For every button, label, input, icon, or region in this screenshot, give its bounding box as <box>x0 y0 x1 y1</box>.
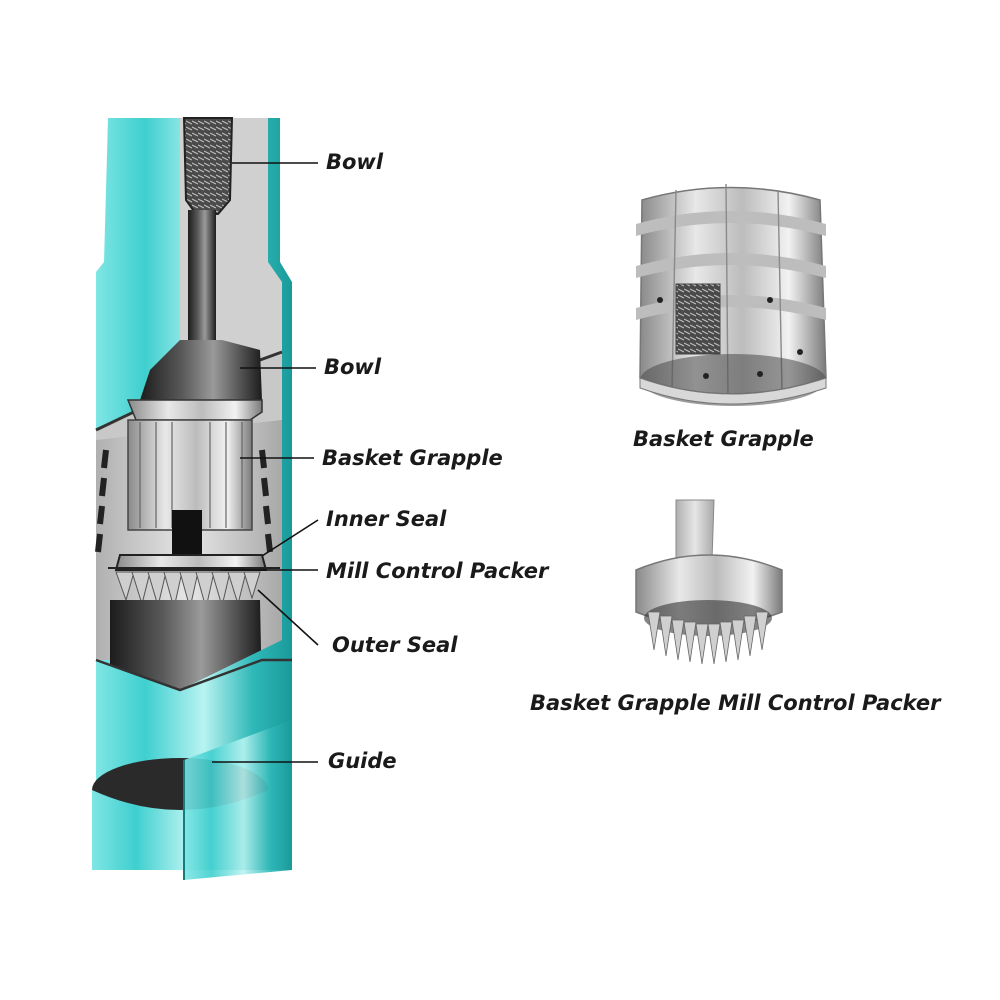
label-outer-seal: Outer Seal <box>332 633 458 657</box>
label-bowl-lower: Bowl <box>324 355 382 379</box>
overshot-cutaway <box>92 117 292 880</box>
caption-basket-grapple: Basket Grapple <box>633 427 814 451</box>
guide-mouth-cut <box>184 720 292 880</box>
label-inner-seal: Inner Seal <box>326 507 447 531</box>
bowl-threaded-pin <box>182 117 234 215</box>
label-bowl-upper: Bowl <box>326 150 384 174</box>
label-guide: Guide <box>328 749 397 773</box>
bowl-stem <box>188 210 216 340</box>
packer-illustration-teeth <box>647 611 769 665</box>
packer-teeth <box>115 571 261 609</box>
basket-grapple-illustration <box>636 183 827 406</box>
mill-control-packer-illustration <box>635 499 783 665</box>
bowl-flange <box>126 399 263 421</box>
leader-lines <box>212 162 319 763</box>
label-mill-control-packer: Mill Control Packer <box>326 559 549 583</box>
grapple-slot <box>172 510 202 558</box>
label-basket-grapple: Basket Grapple <box>322 446 503 470</box>
bowl-body <box>140 340 262 400</box>
wall-seal-marks <box>95 449 273 553</box>
caption-basket-grapple-mill-control-packer: Basket Grapple Mill Control Packer <box>530 691 941 715</box>
